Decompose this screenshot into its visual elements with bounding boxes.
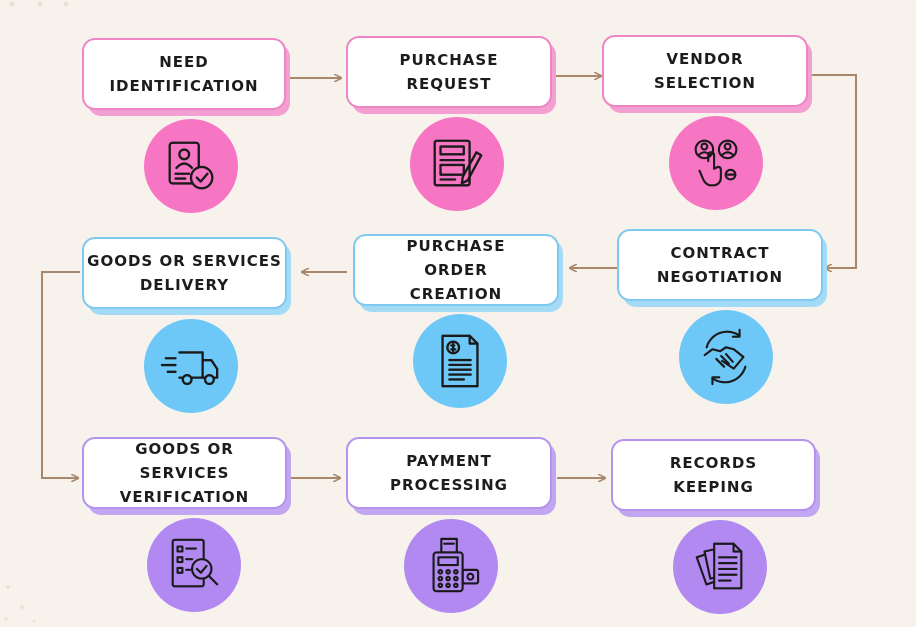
arrow-3-4 (812, 74, 857, 268)
step-card-vendor-selection: VENDOR SELECTION (602, 35, 808, 107)
id-card-check-icon (168, 141, 214, 190)
decor-dots-bottom (4, 585, 36, 623)
step-card-payment-processing: PAYMENT PROCESSING (346, 437, 552, 509)
payment-terminal-icon (432, 537, 480, 593)
arrow-6-7 (41, 271, 80, 478)
handshake-cycle-icon (703, 328, 747, 386)
step-card-need-identification: NEED IDENTIFICATION (82, 38, 286, 110)
invoice-dollar-icon (441, 334, 479, 388)
document-stack-icon (695, 542, 743, 590)
delivery-truck-icon (160, 351, 219, 386)
step-icon-circle-goods-services-delivery (144, 319, 238, 413)
step-icon-circle-purchase-order-creation (413, 314, 507, 408)
decor-dots-top (9, 1, 69, 7)
step-card-goods-services-delivery: GOODS OR SERVICES DELIVERY (82, 237, 287, 309)
step-card-purchase-request: PURCHASE REQUEST (346, 36, 552, 108)
step-icon-circle-payment-processing (404, 519, 498, 613)
step-icon-circle-purchase-request (410, 117, 504, 211)
step-card-contract-negotiation: CONTRACT NEGOTIATION (617, 229, 823, 301)
step-icon-circle-vendor-selection (669, 116, 763, 210)
step-icon-circle-need-identification (144, 119, 238, 213)
checklist-magnifier-icon (171, 538, 219, 588)
step-icon-circle-contract-negotiation (679, 310, 773, 404)
step-icon-circle-records-keeping (673, 520, 767, 614)
step-card-records-keeping: RECORDS KEEPING (611, 439, 816, 511)
form-pen-icon (433, 139, 483, 187)
step-icon-circle-goods-services-verification (147, 518, 241, 612)
hand-select-person-icon (694, 139, 738, 187)
step-card-goods-services-verification: GOODS OR SERVICES VERIFICATION (82, 437, 287, 509)
step-card-purchase-order-creation: PURCHASE ORDER CREATION (353, 234, 559, 306)
